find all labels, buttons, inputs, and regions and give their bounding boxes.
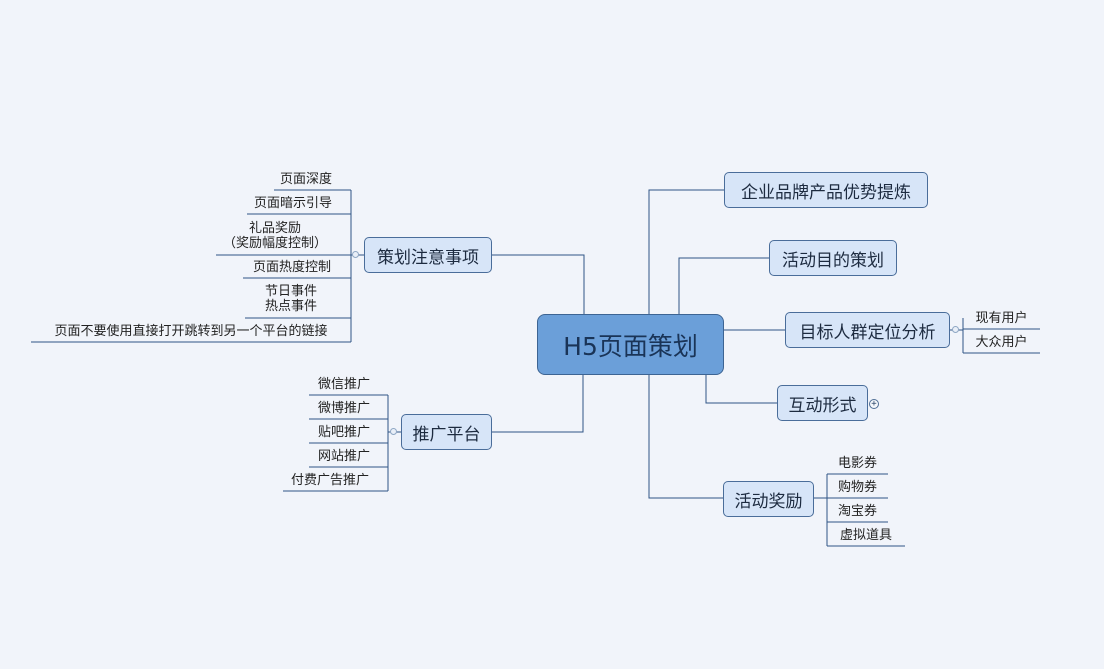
collapse-knob-target[interactable]	[952, 326, 959, 333]
topic-goal[interactable]: 活动目的策划	[769, 240, 897, 276]
leaf-reward-movie-coupon[interactable]: 电影券	[837, 456, 877, 471]
leaf-promo-paid-ads[interactable]: 付费广告推广	[290, 473, 369, 488]
leaf-notes-gift-reward[interactable]: 礼品奖励 （奖励幅度控制）	[222, 221, 327, 251]
topic-interact-label: 互动形式	[788, 395, 857, 416]
connector-promo	[492, 374, 584, 433]
topic-target-label: 目标人群定位分析	[799, 322, 936, 343]
leaf-promo-website[interactable]: 网站推广	[317, 449, 370, 464]
root-topic[interactable]: H5页面策划	[537, 314, 724, 375]
connector-notes	[492, 254, 585, 315]
topic-goal-label: 活动目的策划	[782, 250, 884, 271]
topic-promo-label: 推广平台	[412, 424, 481, 445]
collapse-knob-notes[interactable]	[352, 251, 359, 258]
topic-notes[interactable]: 策划注意事项	[364, 237, 492, 273]
leaf-promo-wechat[interactable]: 微信推广	[317, 377, 370, 392]
connector-interact	[705, 374, 777, 404]
root-topic-label: H5页面策划	[563, 331, 698, 361]
connector-goal	[678, 257, 769, 315]
expand-plus-icon[interactable]: +	[869, 399, 879, 409]
leaf-promo-weibo[interactable]: 微博推广	[317, 401, 370, 416]
topic-notes-label: 策划注意事项	[377, 247, 479, 268]
topic-brand-label: 企业品牌产品优势提炼	[741, 182, 911, 203]
leaf-reward-virtual-item[interactable]: 虚拟道具	[839, 528, 892, 543]
leaf-target-existing-users[interactable]: 现有用户	[975, 311, 1028, 326]
leaf-notes-events[interactable]: 节日事件 热点事件	[264, 284, 317, 314]
topic-interact[interactable]: 互动形式	[777, 385, 868, 421]
leaf-notes-heat-control[interactable]: 页面热度控制	[252, 260, 331, 275]
leaf-promo-tieba[interactable]: 贴吧推广	[317, 425, 370, 440]
connector-reward-leaves	[814, 473, 905, 547]
leaf-reward-taobao-coupon[interactable]: 淘宝券	[837, 504, 877, 519]
leaf-notes-page-depth[interactable]: 页面深度	[279, 172, 332, 187]
connector-reward	[648, 374, 723, 499]
leaf-reward-shopping-coupon[interactable]: 购物券	[837, 480, 877, 495]
leaf-target-mass-users[interactable]: 大众用户	[975, 335, 1028, 350]
connector-brand	[648, 189, 724, 315]
topic-brand[interactable]: 企业品牌产品优势提炼	[724, 172, 928, 208]
leaf-notes-no-redirect-links[interactable]: 页面不要使用直接打开跳转到另一个平台的链接	[54, 324, 328, 339]
leaf-notes-hint-guide[interactable]: 页面暗示引导	[253, 196, 332, 211]
topic-target[interactable]: 目标人群定位分析	[785, 312, 950, 348]
collapse-knob-promo[interactable]	[390, 428, 397, 435]
topic-promo[interactable]: 推广平台	[401, 414, 492, 450]
topic-reward[interactable]: 活动奖励	[723, 481, 814, 517]
topic-reward-label: 活动奖励	[734, 491, 803, 512]
